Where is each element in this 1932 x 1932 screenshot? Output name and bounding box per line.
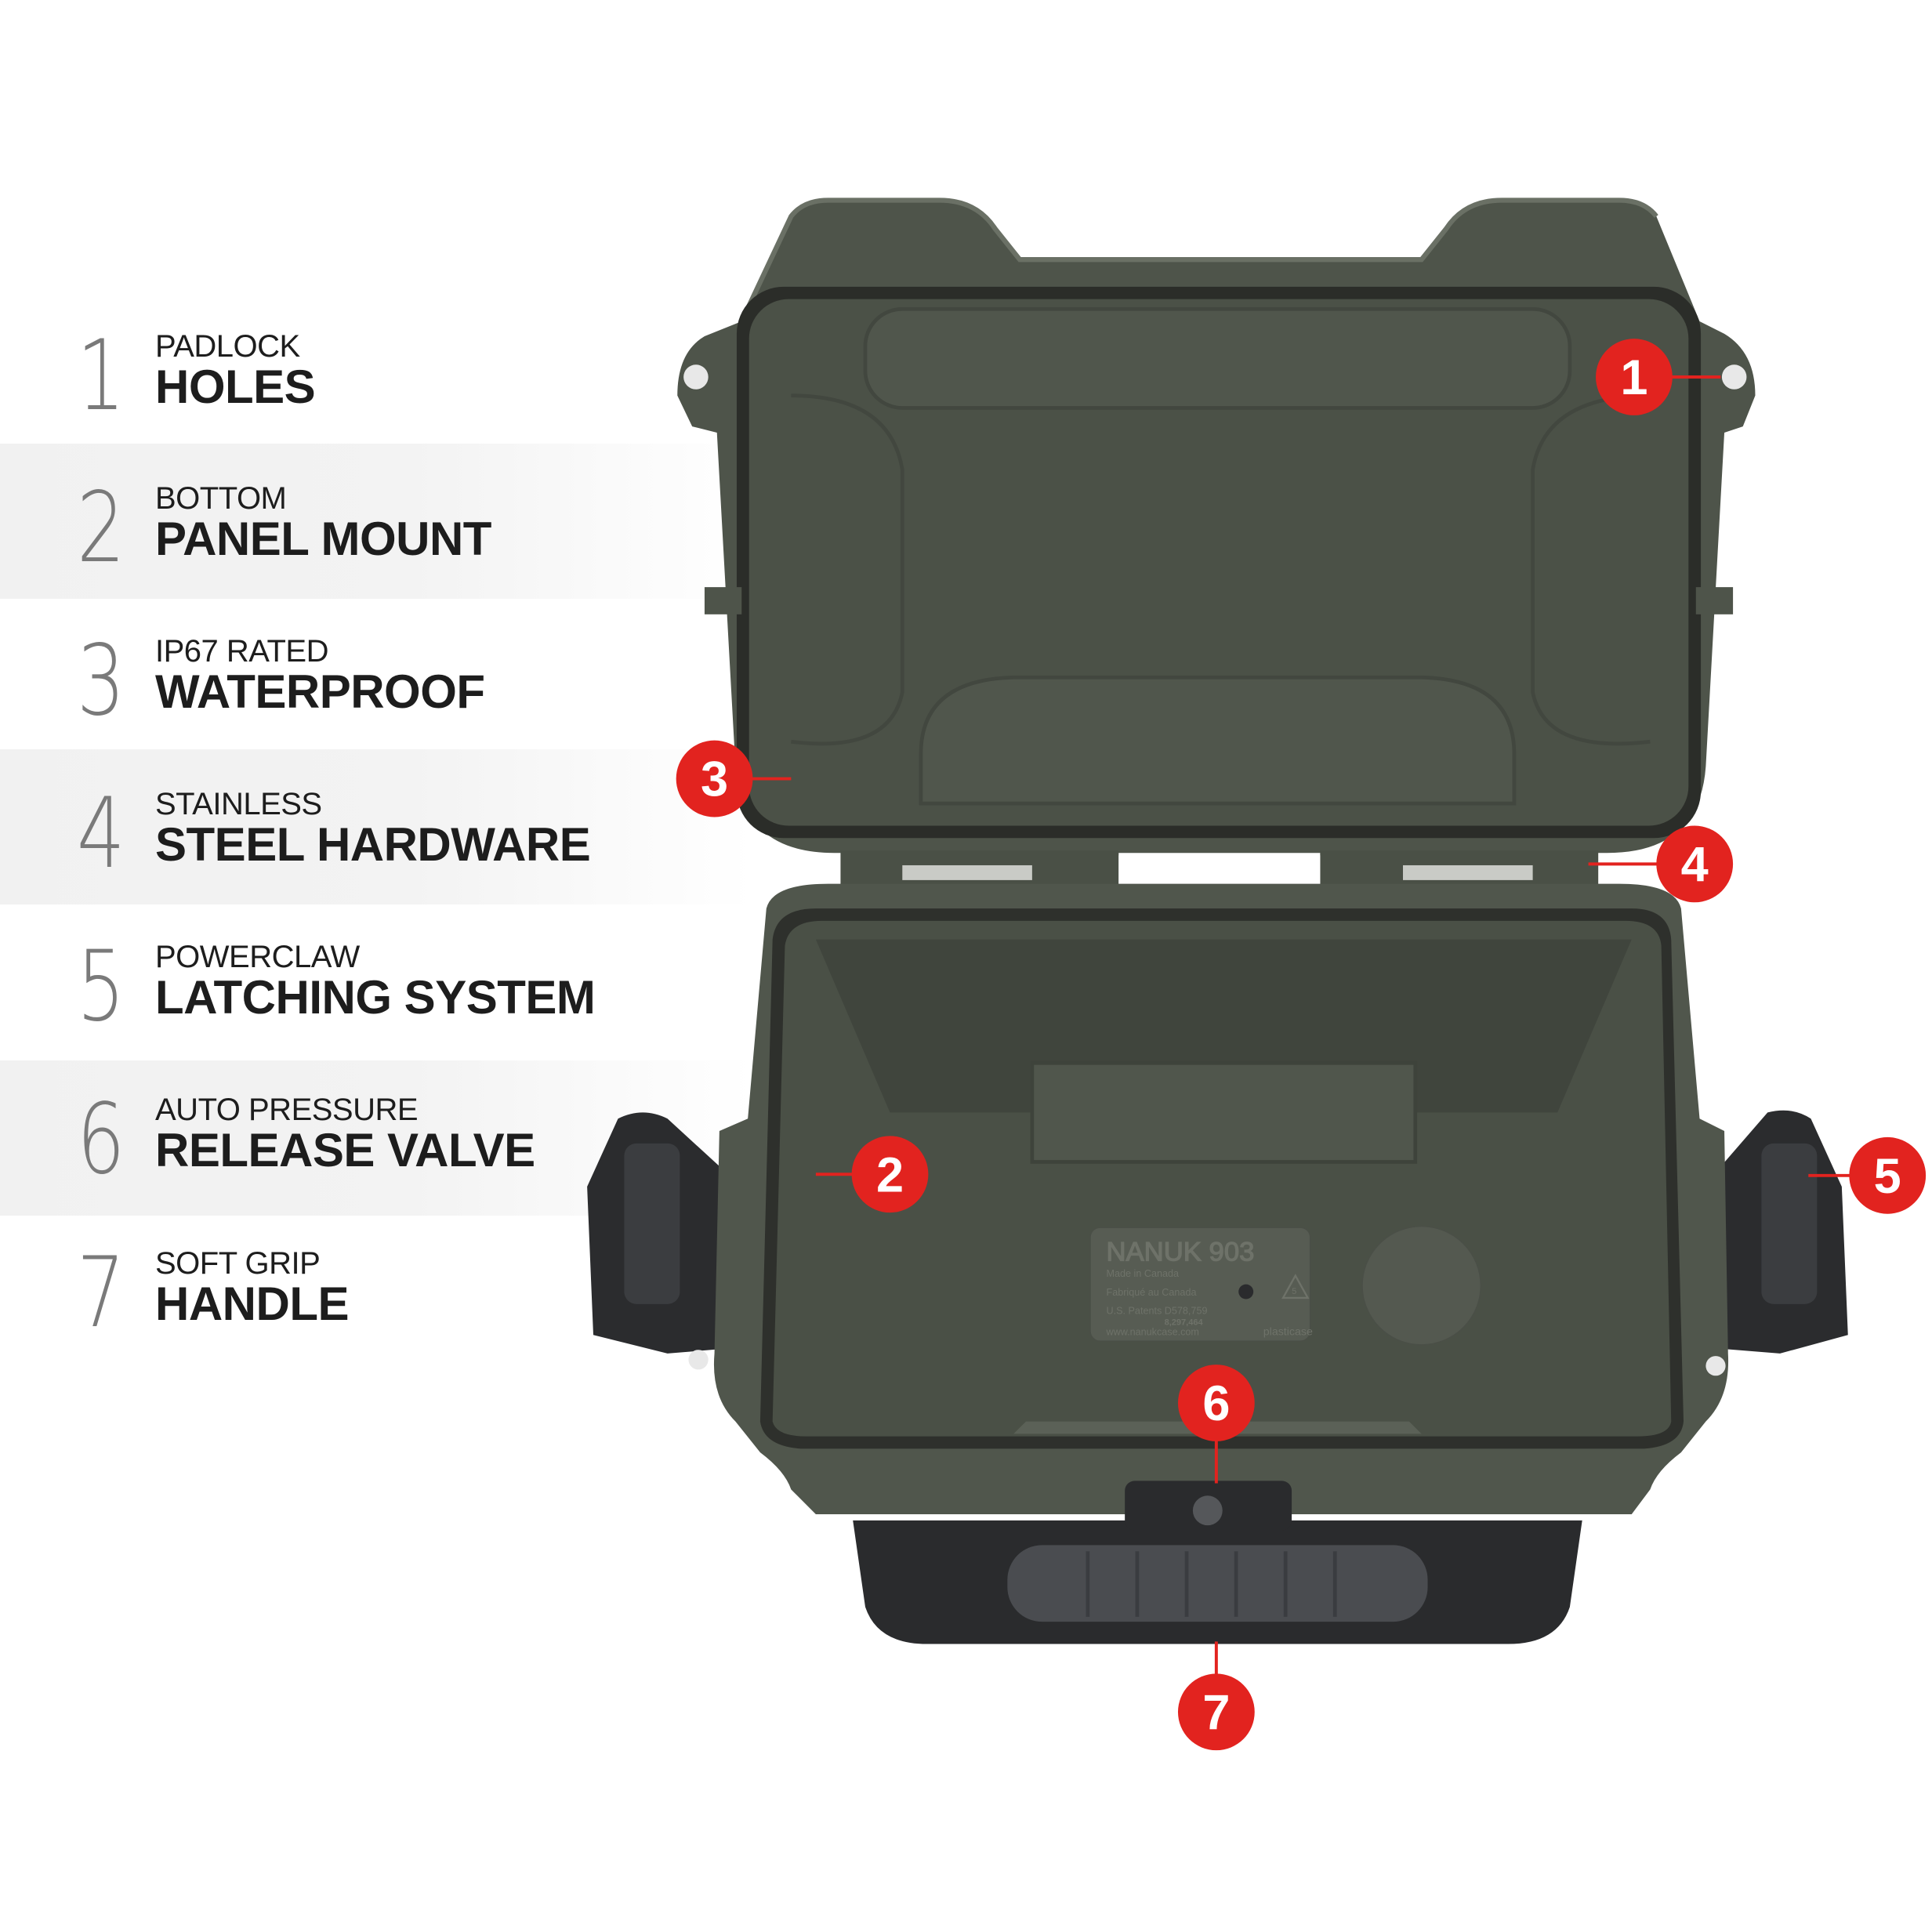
feature-number: 2: [77, 472, 125, 585]
hinges: [840, 850, 1599, 888]
feature-number: 4: [77, 778, 125, 890]
feature-number: 1: [77, 320, 125, 433]
plate-url: www.nanukcase.com: [1106, 1326, 1199, 1337]
feature-stainless-hardware: 4 STAINLESS STEEL HARDWARE: [0, 785, 705, 938]
callout-badge: [1596, 339, 1673, 415]
feature-title: HANDLE: [155, 1278, 350, 1330]
case-lid: [677, 198, 1756, 854]
callouts: [749, 375, 1852, 1678]
recycle-code: 5: [1292, 1287, 1296, 1296]
row-band-4: [0, 749, 752, 904]
feature-title: HOLES: [155, 361, 316, 413]
padlock-hole-right: [1721, 364, 1747, 390]
callout-badge: [1177, 1365, 1255, 1441]
callout-number: 6: [1202, 1376, 1230, 1431]
plate-line3: U.S. Patents D578,759: [1107, 1305, 1208, 1316]
feature-subtitle: POWERCLAW: [155, 940, 360, 974]
feature-padlock-holes: 1 PADLOCK HOLES: [0, 328, 705, 480]
callout-badge: [1177, 1673, 1255, 1751]
date-stamps: [1361, 1225, 1482, 1346]
recycle-icon: [1281, 1274, 1310, 1299]
feature-subtitle: SOFT GRIP: [155, 1246, 321, 1281]
callout-number: 1: [1620, 350, 1647, 405]
plate-maker: plasticase: [1263, 1325, 1313, 1338]
case-label-plate: NANUK 903 Made in Canada Fabriqué au Can…: [1089, 1225, 1482, 1346]
callout-badge: [1849, 1136, 1927, 1214]
callout-number: 5: [1874, 1149, 1901, 1204]
case-body: [688, 883, 1729, 1531]
feature-title: PANEL MOUNT: [155, 513, 491, 565]
callout-number: 4: [1681, 837, 1709, 892]
callout-badge: [676, 740, 753, 817]
latch-right: [1703, 1110, 1848, 1354]
feature-subtitle: AUTO PRESSURE: [155, 1093, 419, 1127]
feature-number: 6: [77, 1083, 125, 1196]
feature-number: 5: [77, 930, 125, 1043]
latch-left: [587, 1112, 742, 1354]
callout-3: 3: [676, 740, 753, 817]
callout-number: 3: [701, 752, 728, 807]
padlock-hole-left: [683, 364, 709, 390]
feature-title: WATERPROOF: [155, 665, 485, 718]
plate-brand: NANUK 903: [1107, 1238, 1255, 1267]
feature-number: 7: [77, 1237, 125, 1350]
feature-pressure-valve: 6 AUTO PRESSURE RELEASE VALVE: [0, 1091, 705, 1244]
handle: [853, 1520, 1582, 1644]
callout-badge: [851, 1136, 929, 1213]
feature-subtitle: STAINLESS: [155, 787, 322, 821]
callout-2: 2: [851, 1136, 929, 1213]
plate-line4: 8,297,464: [1165, 1318, 1204, 1328]
callout-badge: [1656, 825, 1734, 903]
callout-1: 1: [1596, 339, 1673, 415]
feature-title: STEEL HARDWARE: [155, 818, 591, 871]
plate-line2: Fabriqué au Canada: [1107, 1287, 1198, 1298]
callout-7: 7: [1177, 1673, 1255, 1751]
plate-line1: Made in Canada: [1107, 1268, 1180, 1279]
feature-latching-system: 5 POWERCLAW LATCHING SYSTEM: [0, 938, 705, 1091]
feature-waterproof: 3 IP67 RATED WATERPROOF: [0, 633, 705, 785]
feature-subtitle: BOTTOM: [155, 481, 287, 516]
callout-6: 6: [1177, 1365, 1255, 1441]
feature-bottom-panel-mount: 2 BOTTOM PANEL MOUNT: [0, 480, 705, 633]
feature-number: 3: [77, 625, 125, 738]
feature-subtitle: PADLOCK: [155, 329, 300, 364]
feature-subtitle: IP67 RATED: [155, 634, 329, 669]
feature-title: LATCHING SYSTEM: [155, 971, 596, 1024]
feature-soft-grip-handle: 7 SOFT GRIP HANDLE: [0, 1245, 705, 1397]
row-band-2: [0, 444, 752, 599]
callout-5: 5: [1849, 1136, 1927, 1214]
feature-title: RELEASE VALVE: [155, 1124, 535, 1176]
plate-screw: [1238, 1284, 1254, 1299]
callout-number: 2: [876, 1147, 904, 1202]
callout-number: 7: [1202, 1685, 1230, 1740]
callout-4: 4: [1656, 825, 1734, 903]
